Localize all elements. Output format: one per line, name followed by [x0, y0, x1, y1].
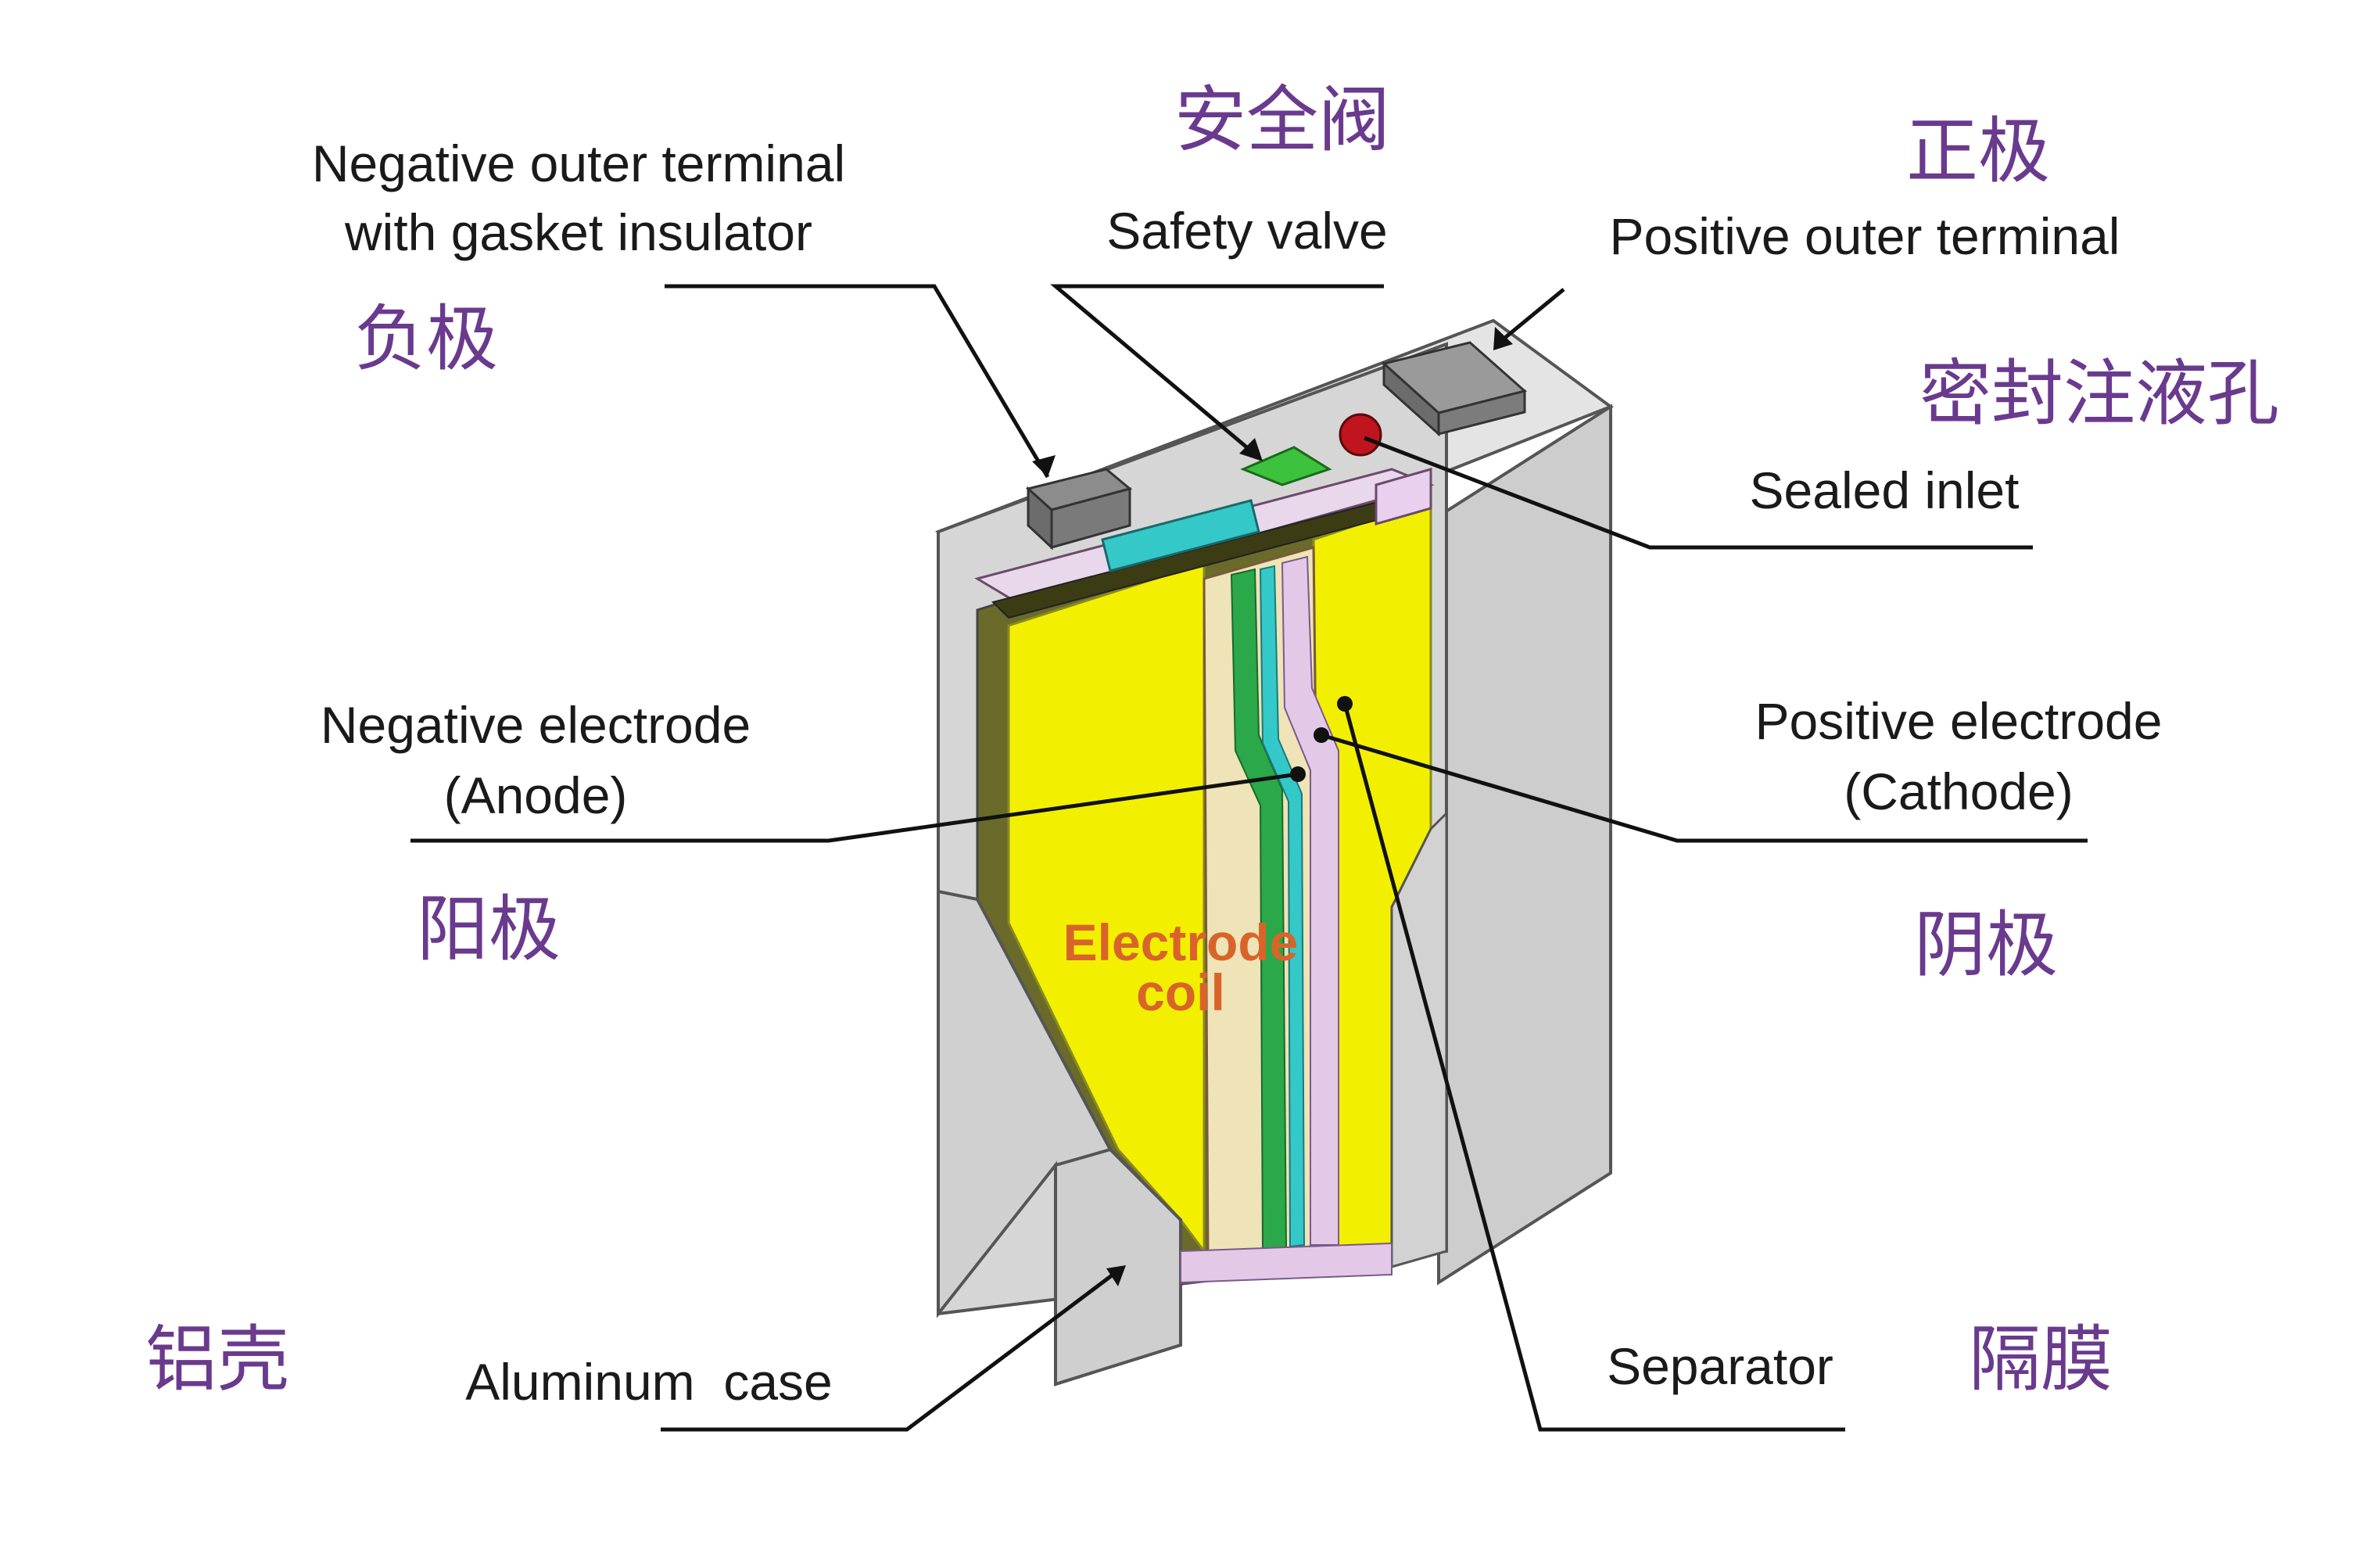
label-positive-electrode-line2: (Cathode) — [1844, 762, 2074, 820]
label-safety-valve: Safety valve — [1106, 202, 1388, 260]
leader-lines — [410, 284, 2088, 1432]
label-separator-cn: 隔膜 — [1969, 1318, 2113, 1401]
separator-layer-cyan — [1259, 565, 1306, 1248]
label-anode-cn: 阳极 — [417, 888, 561, 971]
label-sealed-inlet: Sealed inlet — [1750, 461, 2020, 519]
label-safety-valve-cn: 安全阀 — [1174, 78, 1390, 162]
label-aluminum-case: Aluminum case — [465, 1353, 833, 1411]
arrow-safety-valve — [1239, 438, 1263, 461]
terminals — [1025, 341, 1528, 551]
label-aluminum-case-cn: 铝壳 — [145, 1318, 289, 1401]
label-cathode-cn: 阴极 — [1914, 903, 2058, 987]
safety-valve-shape — [1240, 446, 1332, 486]
label-positive-terminal-cn: 正极 — [1906, 109, 2050, 193]
label-negative-terminal-cn: 负极 — [354, 297, 498, 381]
label-negative-terminal-line2: with gasket insulator — [344, 203, 812, 261]
battery-body — [935, 318, 1615, 1386]
leader-safety-valve — [1050, 284, 1384, 459]
label-sealed-inlet-cn: 密封注液孔 — [1919, 352, 2279, 436]
leader-negative-electrode — [410, 772, 1299, 843]
bottom-insulator — [1180, 1242, 1393, 1284]
positive-terminal-side — [1437, 389, 1526, 436]
label-negative-terminal-line1: Negative outer terminal — [312, 135, 845, 192]
leader-positive-terminal — [1496, 288, 1565, 346]
leader-sealed-inlet — [1364, 436, 2033, 550]
cyan-current-collector — [1101, 499, 1260, 572]
label-negative-electrode-line2: (Anode) — [444, 766, 628, 824]
leader-negative-terminal — [665, 284, 1050, 479]
arrow-positive-terminal — [1493, 327, 1513, 350]
label-separator: Separator — [1607, 1337, 1833, 1395]
leader-positive-electrode — [1321, 733, 2088, 843]
arrow-aluminum-case — [1106, 1265, 1126, 1286]
leader-aluminum-case — [661, 1269, 1120, 1432]
inlet-plug — [1375, 468, 1432, 526]
arrow-negative-terminal — [1032, 455, 1056, 477]
sealed-inlet-dot — [1339, 413, 1382, 457]
label-negative-electrode-line1: Negative electrode — [321, 696, 751, 754]
label-positive-terminal: Positive outer terminal — [1610, 207, 2120, 265]
electrode-coil-label-2: coil — [1136, 963, 1225, 1021]
label-positive-electrode-line1: Positive electrode — [1755, 692, 2163, 750]
leader-separator — [1342, 703, 1845, 1432]
electrode-coil-label-1: Electrode — [1063, 913, 1299, 971]
negative-terminal-side — [1050, 487, 1131, 549]
